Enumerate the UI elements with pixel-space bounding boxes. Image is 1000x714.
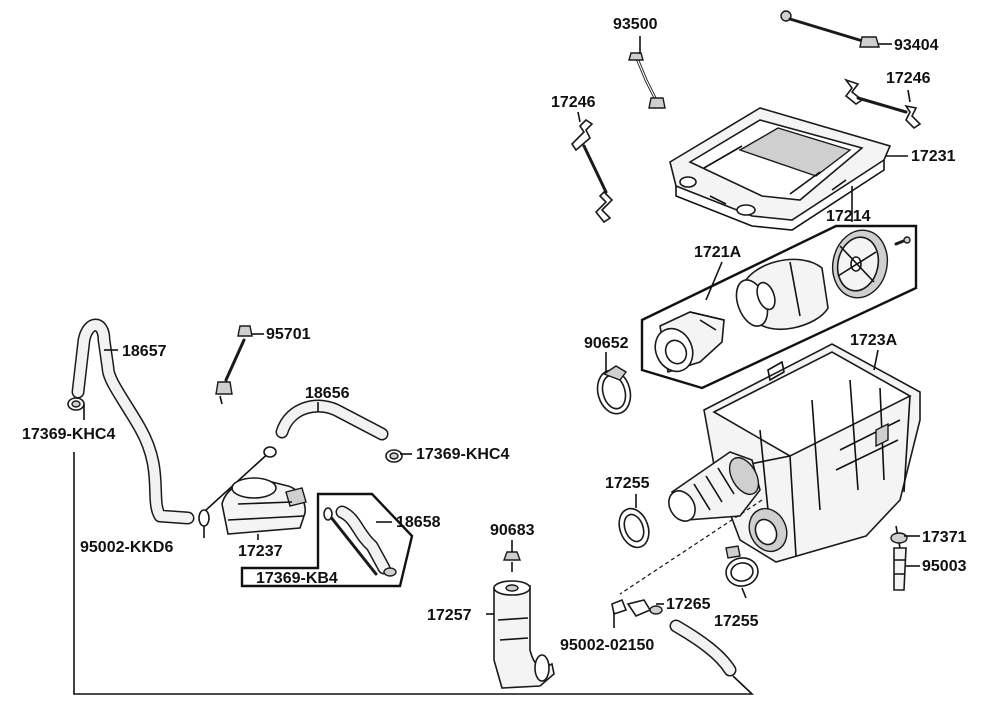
hose-clip-17265 <box>626 599 663 617</box>
label-95701: 95701 <box>266 326 311 343</box>
label-95002-02150: 95002-02150 <box>560 637 654 654</box>
label-17246-left: 17246 <box>551 94 596 111</box>
label-90652: 90652 <box>584 335 629 352</box>
drain-hose-lower <box>669 619 737 677</box>
small-screw-icon <box>894 236 911 246</box>
intake-duct <box>668 451 761 522</box>
label-18656: 18656 <box>305 385 350 402</box>
label-17255-right: 17255 <box>714 613 759 630</box>
breather-hose-18656 <box>275 399 389 441</box>
elbow-duct-17257 <box>493 580 555 689</box>
clip-95002-02150 <box>611 598 628 616</box>
screw-90683 <box>502 551 522 572</box>
breather-separator <box>221 477 307 535</box>
bolt-93404 <box>780 10 880 48</box>
clip-17246-left <box>570 118 614 224</box>
label-93500: 93500 <box>613 16 658 33</box>
label-95002-kkd6: 95002-KKD6 <box>80 539 173 556</box>
label-17369-khc4-right: 17369-KHC4 <box>416 446 509 463</box>
outlet-ring <box>748 507 788 553</box>
filter-element-cylinder <box>735 258 829 330</box>
label-17231: 17231 <box>911 148 956 165</box>
label-18657: 18657 <box>122 343 167 360</box>
clip-17246-right <box>843 78 922 130</box>
label-1721A: 1721A <box>694 244 742 261</box>
drain-kit-box <box>240 492 414 588</box>
label-17214: 17214 <box>826 208 871 225</box>
assembly-boundary-line <box>73 452 755 695</box>
air-cleaner-cover <box>669 107 892 231</box>
label-17369-khc4-left: 17369-KHC4 <box>22 426 115 443</box>
leader-lines <box>83 36 920 628</box>
label-17369-kb4: 17369-KB4 <box>256 570 338 587</box>
label-18658: 18658 <box>396 514 441 531</box>
drain-tube <box>890 532 908 591</box>
part-labels: 93500 93404 17246 17246 17231 17214 1721… <box>22 16 967 654</box>
bolt-93500 <box>628 52 666 109</box>
hose-clip-17369-khc4-left <box>67 397 85 411</box>
clamp-17255-left <box>618 507 650 549</box>
label-17246-right: 17246 <box>886 70 931 87</box>
breather-hose-18657 <box>71 318 195 525</box>
label-17237: 17237 <box>238 543 283 560</box>
hose-clip-95002-kkd6 <box>198 509 210 527</box>
label-90683: 90683 <box>490 522 535 539</box>
hose-clip-17369-khc4-right <box>385 449 403 463</box>
label-17257: 17257 <box>427 607 472 624</box>
label-1723A: 1723A <box>850 332 898 349</box>
clamp-90652 <box>596 365 632 415</box>
air-cleaner-case <box>703 343 921 563</box>
filter-end-disc <box>831 229 889 299</box>
label-93404: 93404 <box>894 37 939 54</box>
label-17255-left: 17255 <box>605 475 650 492</box>
label-17265: 17265 <box>666 596 711 613</box>
label-17371: 17371 <box>922 529 967 546</box>
drain-tube-18658 <box>323 505 397 577</box>
intake-funnel <box>654 311 725 374</box>
clamp-17255-right <box>725 545 759 587</box>
bolt-95701 <box>215 325 253 405</box>
label-95003: 95003 <box>922 558 967 575</box>
routing-guide-line <box>619 499 763 595</box>
filter-kit-box <box>640 224 918 390</box>
hose-connector <box>263 446 277 458</box>
